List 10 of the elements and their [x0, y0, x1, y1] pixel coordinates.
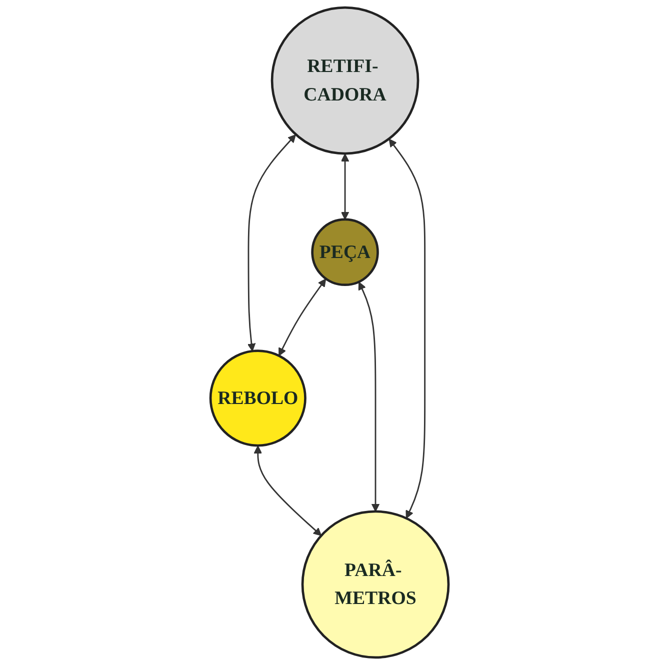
arrow: [247, 134, 296, 352]
node-circle: PARÂ- METROS: [301, 510, 450, 659]
node-circle: REBOLO: [209, 350, 306, 447]
arrow: [340, 154, 350, 220]
arrow: [388, 138, 426, 519]
node-circle: PEÇA: [311, 218, 379, 286]
arrow: [254, 446, 322, 536]
node-circle: RETIFI- CADORA: [270, 6, 420, 155]
arrow: [278, 278, 326, 356]
arrow: [358, 282, 380, 512]
